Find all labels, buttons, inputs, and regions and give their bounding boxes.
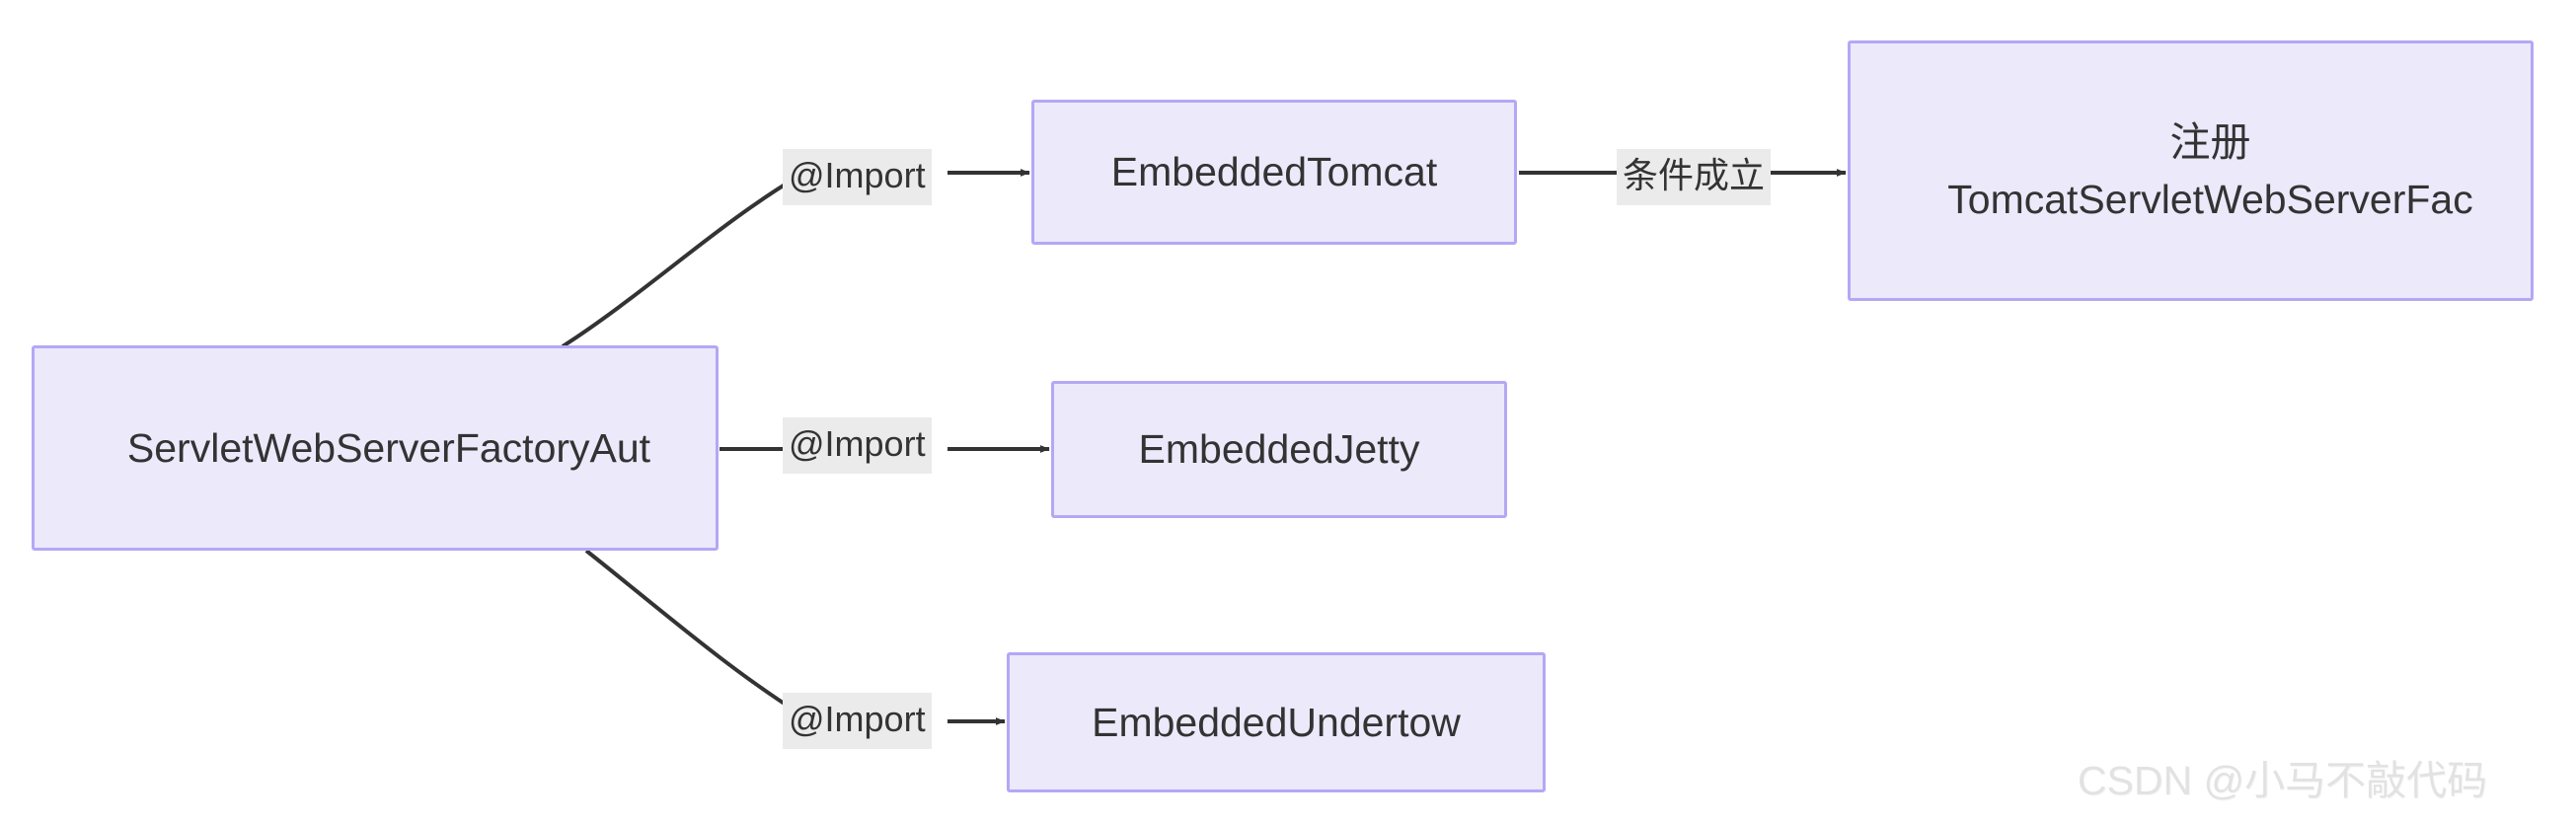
node-register-label: 注册 TomcatServletWebServerFac bbox=[1851, 113, 2531, 228]
edge-label-import-jetty[interactable]: @Import bbox=[783, 417, 932, 474]
csdn-watermark: CSDN @小马不敲代码 bbox=[2078, 758, 2488, 803]
node-tomcat-label: EmbeddedTomcat bbox=[1110, 149, 1438, 195]
node-register-label-line1: 注册 bbox=[2169, 118, 2251, 165]
edge-root-to-tomcat-curve bbox=[561, 174, 801, 348]
node-jetty-label: EmbeddedJetty bbox=[1138, 426, 1420, 473]
edge-label-import-tomcat[interactable]: @Import bbox=[783, 149, 932, 205]
node-embedded-tomcat[interactable]: EmbeddedTomcat bbox=[1031, 100, 1517, 245]
node-register-tomcat-servlet-web-server-factory[interactable]: 注册 TomcatServletWebServerFac bbox=[1848, 40, 2534, 301]
node-undertow-label: EmbeddedUndertow bbox=[1092, 699, 1461, 745]
edge-label-import-undertow[interactable]: @Import bbox=[783, 693, 932, 749]
node-embedded-undertow[interactable]: EmbeddedUndertow bbox=[1007, 652, 1546, 792]
node-servlet-web-server-factory-auto-configuration[interactable]: ServletWebServerFactoryAut bbox=[32, 345, 719, 551]
node-root-label: ServletWebServerFactoryAut bbox=[126, 424, 651, 471]
node-register-label-line2: TomcatServletWebServerFac bbox=[1947, 177, 2473, 222]
edge-root-to-undertow-curve bbox=[584, 549, 806, 718]
node-embedded-jetty[interactable]: EmbeddedJetty bbox=[1051, 381, 1507, 518]
edge-label-condition-met[interactable]: 条件成立 bbox=[1617, 149, 1772, 205]
